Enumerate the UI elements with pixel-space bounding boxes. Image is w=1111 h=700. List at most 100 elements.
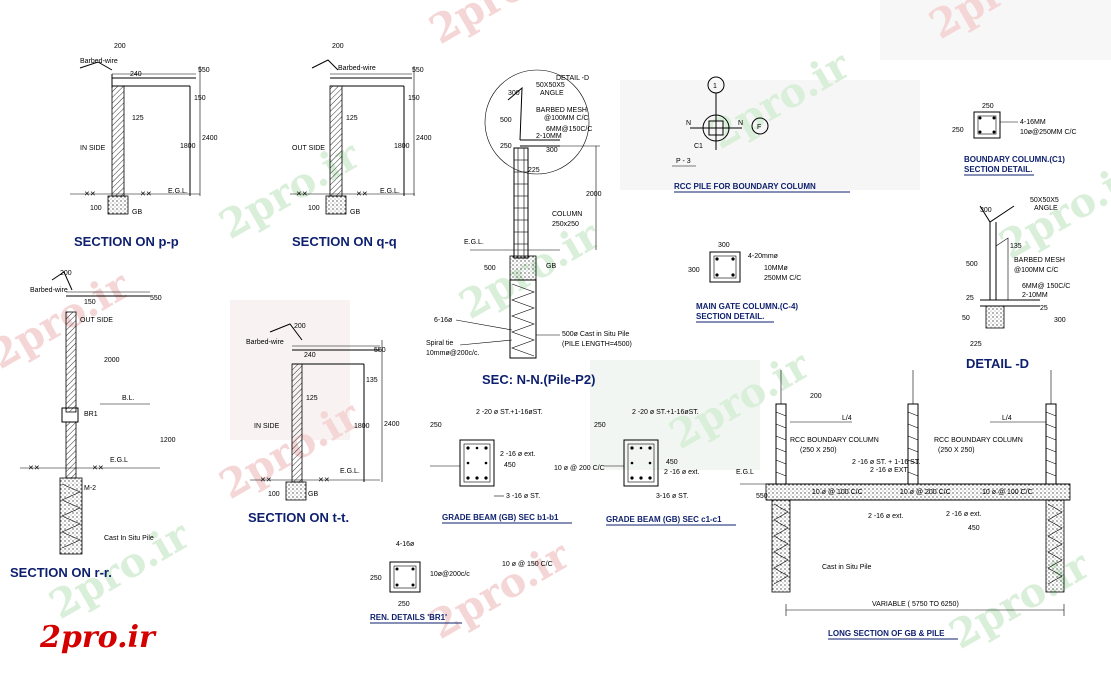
l4-label: L/4 (842, 415, 852, 422)
detail-d: 300 500 25 50 25 300 225 135 50X50X5 ANG… (962, 197, 1070, 348)
watermark-text: 2pro.ir (942, 541, 1099, 659)
svg-text:450: 450 (666, 459, 678, 466)
egl-label: E.G.L. (168, 188, 188, 195)
long-stir2-label: 10 ø @ 200 C/C (900, 489, 951, 496)
title-section-rr: SECTION ON r-r. (10, 565, 112, 580)
watermarks: 2pro.ir 2pro.ir 2pro.ir 2pro.ir 2pro.ir … (0, 0, 1111, 659)
barbed-mesh-label: BARBED MESH (536, 107, 587, 114)
dim-label: 125 (132, 115, 144, 122)
gb1-mid-label: 2 -16 ø ext. (500, 451, 535, 458)
egl-label: E.G.L. (380, 188, 400, 195)
dim-label: 2000 (586, 191, 602, 198)
egl-label: E.G.L. (464, 239, 484, 246)
svg-text:125: 125 (306, 395, 318, 402)
title-section-nn: SEC: N-N.(Pile-P2) (482, 372, 595, 387)
svg-text:550: 550 (756, 493, 768, 500)
watermark-text: 2pro.ir (422, 0, 579, 54)
caption-long-section: LONG SECTION OF GB & PILE (828, 629, 945, 638)
dim-label: 2400 (416, 135, 432, 142)
title-section-qq: SECTION ON q-q (292, 234, 397, 249)
svg-text:300: 300 (1054, 317, 1066, 324)
dim-label: 150 (408, 95, 420, 102)
caption-boundary-column-sec: SECTION DETAIL. (964, 165, 1032, 174)
angle-word-label: ANGLE (1034, 205, 1058, 212)
mesh-bar-label: 6MM@150C/C (546, 126, 592, 133)
dim-label: 550 (198, 67, 210, 74)
br-ties-label: 10ø@200c/c (430, 571, 470, 578)
gb2-top-label: 2 -20 ø ST.+1-16øST. (632, 409, 699, 416)
dim-label: 125 (346, 115, 358, 122)
svg-text:N: N (738, 120, 743, 127)
svg-text:550: 550 (374, 347, 386, 354)
long-mid-label: 2 -16 ø EXT. (870, 467, 909, 474)
svg-text:450: 450 (504, 462, 516, 469)
site-logo: 2pro.ir (40, 620, 155, 655)
svg-text:✕✕: ✕✕ (296, 191, 308, 198)
watermark-text: 2pro.ir (212, 131, 369, 249)
svg-text:250: 250 (398, 601, 410, 608)
svg-text:✕✕: ✕✕ (84, 191, 96, 198)
svg-text:✕✕: ✕✕ (356, 191, 368, 198)
gb1-top-label: 2 -20 ø ST.+1-16øST. (476, 409, 543, 416)
spiral-spacing-label: 10mmø@200c/c. (426, 350, 479, 357)
svg-text:1: 1 (713, 83, 717, 90)
svg-text:1800: 1800 (354, 423, 370, 430)
dim-label: 200 (114, 43, 126, 50)
svg-text:✕✕: ✕✕ (318, 477, 330, 484)
svg-text:500: 500 (966, 261, 978, 268)
svg-text:25: 25 (966, 295, 974, 302)
mesh-spacing-label: @100MM C/C (544, 115, 588, 122)
svg-text:240: 240 (304, 352, 316, 359)
six-16-label: 6-16ø (434, 317, 453, 324)
svg-text:200: 200 (810, 393, 822, 400)
two-10mm-label: 2-10MM (1022, 292, 1048, 299)
dim-label: 240 (130, 71, 142, 78)
gb-label: GB (308, 491, 318, 498)
spiral-tie-label: Spiral tie (426, 340, 453, 347)
barbed-wire-label: Barbed-wire (338, 65, 376, 72)
svg-text:300: 300 (980, 207, 992, 214)
variable-label: VARIABLE ( 5750 TO 6250) (872, 601, 959, 608)
p3-label: P - 3 (676, 158, 691, 165)
svg-text:F: F (757, 124, 761, 131)
svg-text:2400: 2400 (384, 421, 400, 428)
svg-text:150: 150 (84, 299, 96, 306)
caption-gb-c1: GRADE BEAM (GB) SEC c1-c1 (606, 515, 722, 524)
bc-ties-label: 10ø@250MM C/C (1020, 129, 1077, 136)
dim-label: 200 (332, 43, 344, 50)
caption-boundary-column: BOUNDARY COLUMN.(C1) (964, 155, 1065, 164)
dim-label: 1800 (394, 143, 410, 150)
gb-label: GB (546, 263, 556, 270)
svg-text:N: N (686, 120, 691, 127)
section-rr: Barbed-wire 200 550 150 OUT SIDE 2000 B.… (20, 270, 176, 555)
mg-ties-label: 10MMø (764, 265, 788, 272)
dim-label: 300 (508, 90, 520, 97)
barbed-wire-label: Barbed-wire (80, 58, 118, 65)
svg-text:✕✕: ✕✕ (92, 465, 104, 472)
m2-label: M-2 (84, 485, 96, 492)
br-bars-label: 4-16ø (396, 541, 415, 548)
caption-gb-b1: GRADE BEAM (GB) SEC b1-b1 (442, 513, 559, 522)
detail-d-ref: DETAIL -D (556, 75, 589, 82)
dim-label: 550 (412, 67, 424, 74)
angle-label: 50X50X5 (536, 82, 565, 89)
cast-pile-label: 500ø Cast in Situ Pile (562, 331, 629, 338)
rcc-boundary-col-label: RCC BOUNDARY COLUMN (934, 437, 1023, 444)
title-section-pp: SECTION ON p-p (74, 234, 179, 249)
dd-mesh-bar-label: 6MM@ 150C/C (1022, 283, 1070, 290)
dim-label: 300 (546, 147, 558, 154)
svg-text:200: 200 (294, 323, 306, 330)
two-10mm-label: 2-10MM (536, 133, 562, 140)
gb1-bot-label: 3 -16 ø ST. (506, 493, 540, 500)
svg-text:250: 250 (370, 575, 382, 582)
svg-text:✕✕: ✕✕ (140, 191, 152, 198)
column-size-label: 250x250 (552, 221, 579, 228)
svg-text:50: 50 (962, 315, 970, 322)
svg-text:225: 225 (970, 341, 982, 348)
barbed-wire-label: Barbed-wire (30, 287, 68, 294)
long-stir1-label: 10 ø @ 100 C/C (812, 489, 863, 496)
egl-label: E.G.L (736, 469, 754, 476)
ren-details-br1: 4-16ø 250 250 10ø@200c/c 10 ø @ 150 C/C (370, 541, 553, 608)
dim-label: 100 (90, 205, 102, 212)
